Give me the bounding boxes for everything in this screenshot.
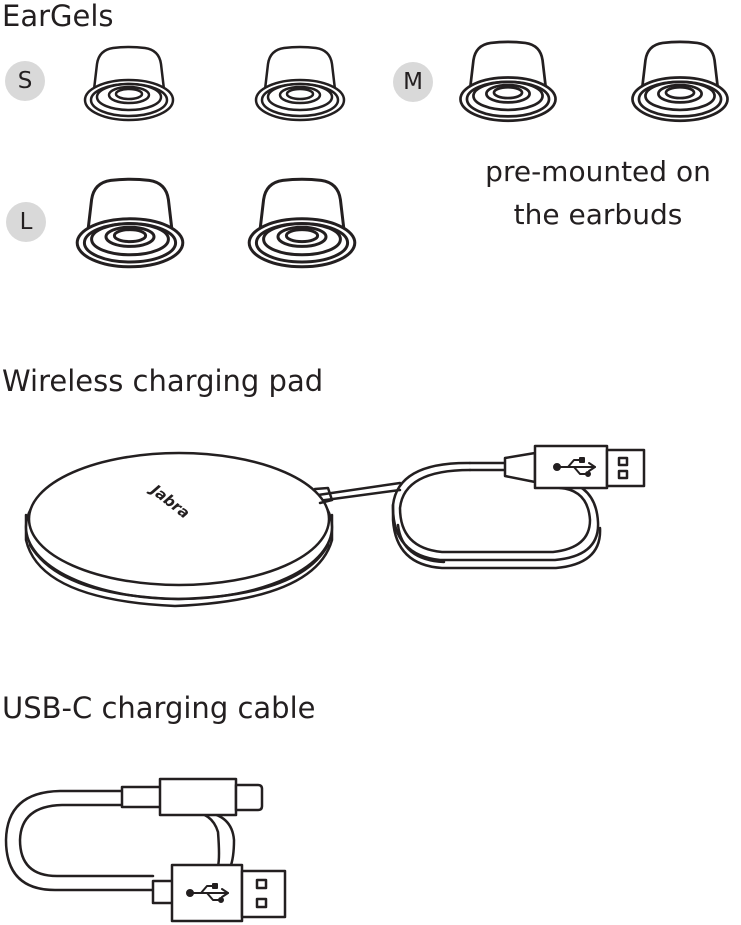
size-badge-large: L <box>6 202 46 242</box>
eargels-heading: EarGels <box>2 0 114 33</box>
usb-c-connector-icon <box>120 777 264 817</box>
charging-pad-heading: Wireless charging pad <box>2 364 324 398</box>
size-label-small: S <box>17 68 33 94</box>
eargel-small-icon-2 <box>254 45 346 122</box>
eargel-large-icon-1 <box>75 177 185 269</box>
usb-a-connector-icon <box>151 863 287 923</box>
wireless-charging-pad-icon: Jabra <box>24 444 646 608</box>
premounted-note-line2: the earbuds <box>513 198 683 231</box>
usb-symbol-icon <box>186 883 229 903</box>
premounted-note: pre-mounted on the earbuds <box>458 150 738 236</box>
usb-cable-heading: USB-C charging cable <box>2 691 316 725</box>
usb-c-cable-icon <box>4 777 287 923</box>
eargel-medium-icon-2 <box>631 40 729 123</box>
eargel-large-icon-2 <box>247 177 357 269</box>
premounted-note-line1: pre-mounted on <box>485 155 711 188</box>
eargel-small-icon-1 <box>83 45 175 122</box>
size-badge-small: S <box>5 61 45 101</box>
size-label-medium: M <box>403 69 423 95</box>
size-label-large: L <box>19 209 33 235</box>
eargel-medium-icon-1 <box>459 40 557 123</box>
size-badge-medium: M <box>393 62 433 102</box>
usb-symbol-icon <box>553 457 596 477</box>
